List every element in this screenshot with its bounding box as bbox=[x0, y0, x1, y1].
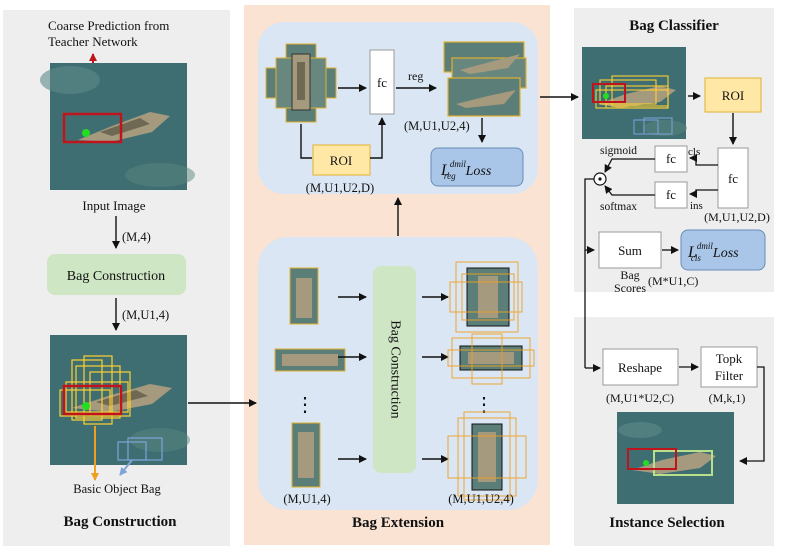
selected-instance-image bbox=[617, 412, 734, 504]
arrow-fc-to-ins bbox=[689, 189, 718, 198]
loss-reg-box bbox=[430, 147, 524, 187]
bag-construction-vertical-box bbox=[373, 266, 416, 473]
reshape-box bbox=[602, 348, 679, 386]
bag-construction-box bbox=[47, 254, 186, 295]
teacher-box bbox=[62, 112, 123, 144]
line-cluster-to-roi bbox=[300, 124, 312, 159]
sum-box bbox=[598, 231, 662, 269]
dim-m4: (M,4) bbox=[122, 230, 151, 244]
regressed-boxes bbox=[443, 41, 527, 117]
dim-topk: (M,k,1) bbox=[709, 391, 746, 405]
roi-label-classifier: ROI bbox=[722, 88, 744, 103]
proposal-cluster-top bbox=[265, 43, 337, 123]
input-proposal-4 bbox=[291, 422, 321, 488]
classifier-image bbox=[582, 47, 687, 139]
loss-cls-letter: L bbox=[687, 244, 697, 261]
blue-arrow bbox=[119, 459, 133, 476]
loss-cls-formula: Ldmil cls Loss bbox=[687, 241, 739, 263]
input-proposal-1 bbox=[289, 267, 319, 325]
topk-label-line1: Topk bbox=[716, 351, 743, 366]
roi-label-middle: ROI bbox=[330, 153, 352, 168]
input-image bbox=[40, 63, 195, 190]
output-bag-1 bbox=[449, 261, 523, 333]
loss-reg-sub: reg bbox=[444, 171, 456, 181]
loss-reg-word: Loss bbox=[465, 164, 492, 179]
odot-dot bbox=[598, 177, 602, 181]
loss-cls-box bbox=[680, 229, 766, 271]
arrow-topk-to-image bbox=[739, 366, 765, 465]
dim-reshape: (M,U1*U2,C) bbox=[606, 391, 674, 405]
teacher-label-line2: Teacher Network bbox=[48, 34, 138, 49]
loss-reg-letter: L bbox=[440, 162, 450, 179]
selected-box bbox=[653, 450, 713, 476]
loss-cls-sub: cls bbox=[691, 253, 701, 263]
roi-box-middle bbox=[312, 144, 371, 176]
fc-cls-label: fc bbox=[666, 151, 676, 166]
fc-main-label: fc bbox=[728, 171, 738, 186]
instance-selection-title: Instance Selection bbox=[609, 515, 725, 531]
output-bag-4 bbox=[447, 411, 527, 501]
bag-construction-title: Bag Construction bbox=[64, 514, 178, 530]
dots-right: ⋮ bbox=[474, 394, 494, 416]
topk-label-line2: Filter bbox=[715, 368, 744, 383]
reg-label: reg bbox=[408, 69, 423, 83]
bag-classifier-title: Bag Classifier bbox=[629, 18, 719, 34]
softmax-label: softmax bbox=[600, 201, 637, 213]
loss-cls-word: Loss bbox=[712, 246, 739, 261]
sigmoid-label: sigmoid bbox=[600, 145, 637, 157]
basic-bag-red-box bbox=[62, 384, 123, 416]
fc-ins-label: fc bbox=[666, 187, 676, 202]
dim-bag-scores: (M*U1,C) bbox=[648, 274, 698, 288]
bag-construction-box-label: Bag Construction bbox=[67, 269, 165, 284]
bag-scores-line2: Scores bbox=[614, 281, 646, 295]
input-proposal-2 bbox=[274, 348, 346, 372]
loss-reg-formula: Ldmil reg Loss bbox=[440, 159, 492, 181]
fc-main-box bbox=[717, 147, 749, 209]
sum-label: Sum bbox=[618, 243, 642, 258]
arrow-fc-to-cls bbox=[689, 154, 718, 166]
bag-scores-line1: Bag bbox=[620, 268, 639, 282]
dim-reg: (M,U1,U2,4) bbox=[404, 119, 470, 133]
fc-reg-label: fc bbox=[377, 75, 387, 90]
loss-cls-sup: dmil bbox=[697, 241, 714, 251]
roi-box-classifier bbox=[704, 77, 762, 113]
fc-reg-box bbox=[369, 49, 395, 115]
basic-object-bag-label: Basic Object Bag bbox=[73, 482, 161, 496]
dim-roi: (M,U1,U2,D) bbox=[306, 181, 374, 195]
loss-reg-sup: dmil bbox=[450, 159, 467, 169]
dim-output: (M,U1,U2,4) bbox=[448, 492, 514, 506]
bag-image bbox=[50, 335, 190, 465]
dim-input: (M,U1,4) bbox=[283, 492, 330, 506]
dots-left: ⋮ bbox=[295, 394, 315, 416]
output-bag-2 bbox=[447, 333, 535, 385]
reshape-label: Reshape bbox=[618, 360, 662, 375]
teacher-label-line1: Coarse Prediction from bbox=[48, 18, 169, 33]
cls-label: cls bbox=[688, 146, 700, 158]
dim-fc-main: (M,U1,U2,D) bbox=[704, 210, 770, 224]
arrow-odot-to-sum bbox=[584, 178, 595, 254]
dim-mu14: (M,U1,4) bbox=[122, 308, 169, 322]
fc-cls-box bbox=[654, 145, 688, 173]
arrow-roi-to-fc bbox=[370, 117, 386, 159]
bag-construction-vertical-label: Bag Construction bbox=[387, 320, 402, 418]
bag-extension-title: Bag Extension bbox=[352, 515, 445, 531]
input-image-caption: Input Image bbox=[82, 198, 145, 213]
arrow-cls-to-odot bbox=[604, 158, 655, 173]
ins-label: ins bbox=[690, 200, 703, 212]
arrow-ins-to-odot bbox=[604, 185, 655, 196]
point-marker bbox=[82, 129, 90, 137]
bag-point-marker bbox=[82, 402, 90, 410]
